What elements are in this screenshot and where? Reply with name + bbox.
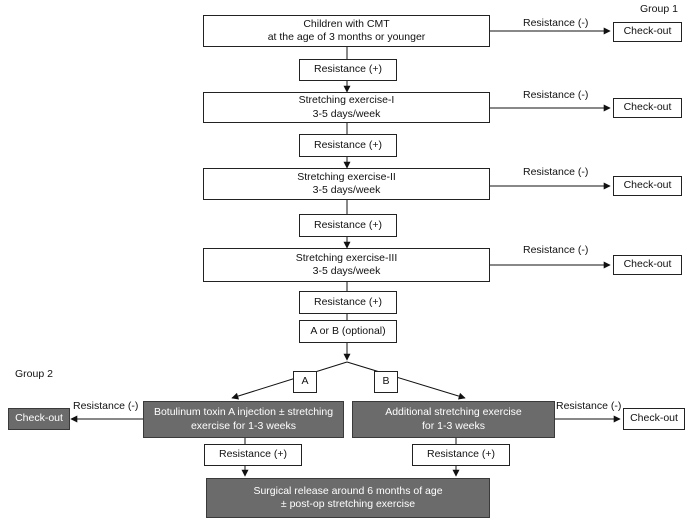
resistance-pos-box-3: Resistance (+) xyxy=(299,214,397,237)
a-or-b-box: A or B (optional) xyxy=(299,320,397,343)
resistance-neg-label-3: Resistance (-) xyxy=(523,166,589,178)
resistance-pos-box-6: Resistance (+) xyxy=(412,444,510,466)
botox-line1: Botulinum toxin A injection ± stretching xyxy=(153,406,334,419)
group2-label: Group 2 xyxy=(15,368,53,380)
checkout-box-2: Check-out xyxy=(613,98,682,118)
additional-line1: Additional stretching exercise xyxy=(385,406,522,419)
exercise2-box: Stretching exercise-II 3-5 days/week xyxy=(203,168,490,200)
checkout-box-group2-left: Check-out xyxy=(8,408,70,430)
start-box: Children with CMT at the age of 3 months… xyxy=(203,15,490,47)
group1-label: Group 1 xyxy=(640,3,678,15)
option-a-box: A xyxy=(293,371,317,393)
exercise1-line1: Stretching exercise-I xyxy=(298,94,395,107)
exercise3-box: Stretching exercise-III 3-5 days/week xyxy=(203,248,490,282)
resistance-pos-box-5: Resistance (+) xyxy=(204,444,302,466)
arrow-split-a xyxy=(231,361,348,400)
resistance-neg-label-1: Resistance (-) xyxy=(523,17,589,29)
resistance-neg-label-2: Resistance (-) xyxy=(523,89,589,101)
checkout-box-group2-right: Check-out xyxy=(623,408,685,430)
checkout-box-4: Check-out xyxy=(613,255,682,275)
arrow-split-b xyxy=(346,361,466,400)
resistance-pos-box-1: Resistance (+) xyxy=(299,59,397,81)
exercise1-line2: 3-5 days/week xyxy=(312,107,381,120)
resistance-pos-box-4: Resistance (+) xyxy=(299,291,397,314)
option-b-box: B xyxy=(374,371,398,393)
resistance-neg-label-6: Resistance (-) xyxy=(556,400,622,412)
surgery-line1: Surgical release around 6 months of age xyxy=(253,484,443,497)
start-line2: at the age of 3 months or younger xyxy=(267,31,426,43)
exercise1-box: Stretching exercise-I 3-5 days/week xyxy=(203,92,490,123)
botox-line2: exercise for 1-3 weeks xyxy=(190,419,297,432)
start-line1: Children with CMT xyxy=(303,17,390,30)
surgery-line2: ± post-op stretching exercise xyxy=(280,498,416,510)
surgery-box: Surgical release around 6 months of age … xyxy=(206,478,490,518)
exercise3-line1: Stretching exercise-III xyxy=(295,251,398,264)
exercise3-line2: 3-5 days/week xyxy=(312,265,381,277)
exercise2-line1: Stretching exercise-II xyxy=(297,170,396,183)
checkout-box-1: Check-out xyxy=(613,22,682,42)
additional-box: Additional stretching exercise for 1-3 w… xyxy=(352,401,555,438)
exercise2-line2: 3-5 days/week xyxy=(312,184,381,196)
resistance-neg-label-4: Resistance (-) xyxy=(523,244,589,256)
checkout-box-3: Check-out xyxy=(613,176,682,196)
additional-line2: for 1-3 weeks xyxy=(421,419,486,432)
botox-box: Botulinum toxin A injection ± stretching… xyxy=(143,401,344,438)
resistance-pos-box-2: Resistance (+) xyxy=(299,134,397,157)
resistance-neg-label-5: Resistance (-) xyxy=(73,400,139,412)
